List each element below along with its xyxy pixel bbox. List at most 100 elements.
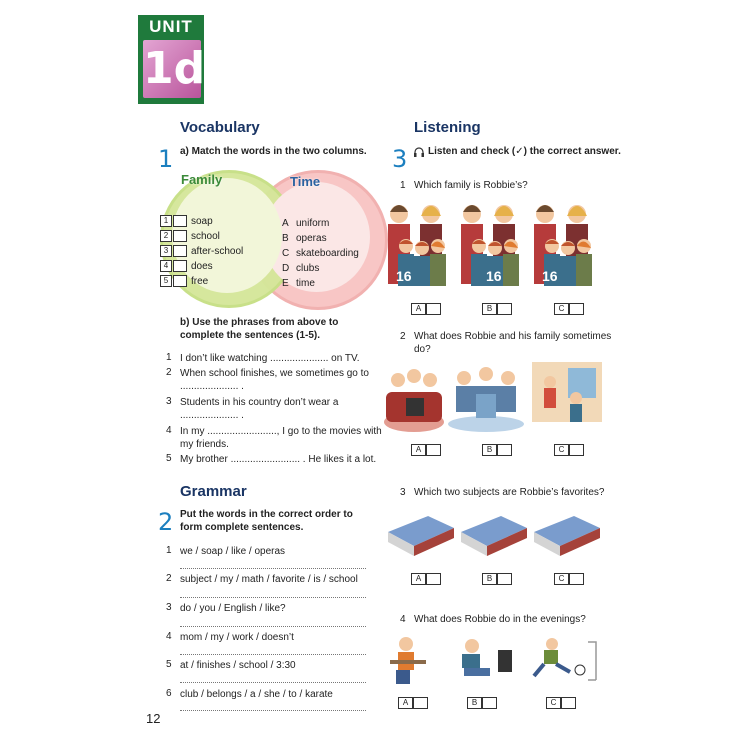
- option-letter: A: [398, 696, 413, 709]
- unit-label: UNIT: [138, 15, 204, 39]
- check-box[interactable]: [561, 696, 576, 709]
- question-number: 1: [400, 180, 406, 191]
- instruction-2: Put the words in the correct order to fo…: [180, 509, 353, 533]
- check-box[interactable]: [569, 572, 584, 585]
- sentence-text: I don’t like watching ..................…: [180, 353, 360, 364]
- family-word: school: [191, 231, 220, 242]
- question-text: What does Robbie and his family sometime…: [414, 331, 612, 342]
- item-number: 3: [160, 245, 172, 258]
- grammar-item-number: 6: [166, 688, 172, 699]
- check-box[interactable]: [569, 302, 584, 315]
- option-a[interactable]: A: [398, 694, 428, 712]
- sentence-number: 2: [166, 367, 172, 378]
- check-box[interactable]: [569, 443, 584, 456]
- family-item: 1 soap: [160, 214, 243, 229]
- question-number: 2: [400, 331, 406, 342]
- option-c[interactable]: C: [554, 441, 584, 459]
- option-a[interactable]: A: [411, 570, 441, 588]
- item-number: 5: [160, 275, 172, 288]
- option-a[interactable]: A: [411, 441, 441, 459]
- exercise-number-1: 1: [158, 145, 174, 173]
- sentence-text: Students in his country don’t wear a: [180, 397, 339, 408]
- check-box[interactable]: [426, 572, 441, 585]
- activity-pictures: [384, 362, 602, 434]
- option-letter: B: [482, 443, 497, 456]
- family-circle-inner: [172, 178, 282, 293]
- answer-line[interactable]: [180, 596, 366, 598]
- unit-number: 1d: [143, 40, 205, 98]
- question-text: Which family is Robbie’s?: [414, 180, 528, 191]
- grammar-item-text: club / belongs / a / she / to / karate: [180, 689, 333, 700]
- sentence-number: 3: [166, 396, 172, 407]
- question-number: 3: [400, 487, 406, 498]
- option-c[interactable]: C: [554, 570, 584, 588]
- instruction-1b: b) Use the phrases from above to complet…: [180, 317, 339, 341]
- family-item: 5 free: [160, 274, 243, 289]
- answer-box[interactable]: [173, 275, 187, 288]
- shirt-number: 16: [486, 268, 502, 284]
- check-box[interactable]: [426, 443, 441, 456]
- sentence-text: My brother ......................... . H…: [180, 454, 377, 465]
- time-word: clubs: [296, 263, 320, 274]
- item-letter: A: [282, 218, 289, 229]
- option-b[interactable]: B: [482, 300, 512, 318]
- time-word: skateboarding: [296, 248, 359, 259]
- option-a[interactable]: A: [411, 300, 441, 318]
- check-box[interactable]: [497, 572, 512, 585]
- page-number: 12: [146, 711, 161, 726]
- answer-box[interactable]: [173, 215, 187, 228]
- item-number: 4: [160, 260, 172, 273]
- item-number: 1: [160, 215, 172, 228]
- sentence-number: 5: [166, 453, 172, 464]
- option-c[interactable]: C: [546, 694, 576, 712]
- shirt-number: 16: [542, 268, 558, 284]
- answer-box[interactable]: [173, 245, 187, 258]
- option-b[interactable]: B: [482, 570, 512, 588]
- answer-line[interactable]: [180, 681, 366, 683]
- time-word: time: [296, 278, 315, 289]
- sentence-number: 1: [166, 352, 172, 363]
- question-number: 4: [400, 614, 406, 625]
- grammar-item-text: we / soap / like / operas: [180, 546, 286, 557]
- answer-line[interactable]: [180, 567, 366, 569]
- sentence-text: ..................... .: [180, 381, 244, 392]
- check-box[interactable]: [426, 302, 441, 315]
- answer-box[interactable]: [173, 260, 187, 273]
- sentence-text: In my ........................., I go to…: [180, 426, 382, 437]
- time-word: operas: [296, 233, 327, 244]
- option-b[interactable]: B: [467, 694, 497, 712]
- option-c[interactable]: C: [554, 300, 584, 318]
- check-box[interactable]: [497, 302, 512, 315]
- option-b[interactable]: B: [482, 441, 512, 459]
- answer-box[interactable]: [173, 230, 187, 243]
- grammar-item-number: 3: [166, 602, 172, 613]
- option-letter: B: [467, 696, 482, 709]
- answer-line[interactable]: [180, 709, 366, 711]
- check-box[interactable]: [482, 696, 497, 709]
- question-text: Which two subjects are Robbie’s favorite…: [414, 487, 605, 498]
- family-word: soap: [191, 216, 213, 227]
- grammar-item-number: 4: [166, 631, 172, 642]
- check-box[interactable]: [497, 443, 512, 456]
- sentence-text: ..................... .: [180, 410, 244, 421]
- sentence-text: When school finishes, we sometimes go to: [180, 368, 369, 379]
- check-box[interactable]: [413, 696, 428, 709]
- option-letter: B: [482, 572, 497, 585]
- option-letter: A: [411, 443, 426, 456]
- answer-line[interactable]: [180, 625, 366, 627]
- family-label: Family: [181, 172, 223, 187]
- answer-line[interactable]: [180, 653, 366, 655]
- family-word: free: [191, 276, 209, 287]
- item-letter: D: [282, 263, 290, 274]
- grammar-item-text: do / you / English / like?: [180, 603, 286, 614]
- family-pictures: [384, 196, 602, 294]
- item-letter: B: [282, 233, 289, 244]
